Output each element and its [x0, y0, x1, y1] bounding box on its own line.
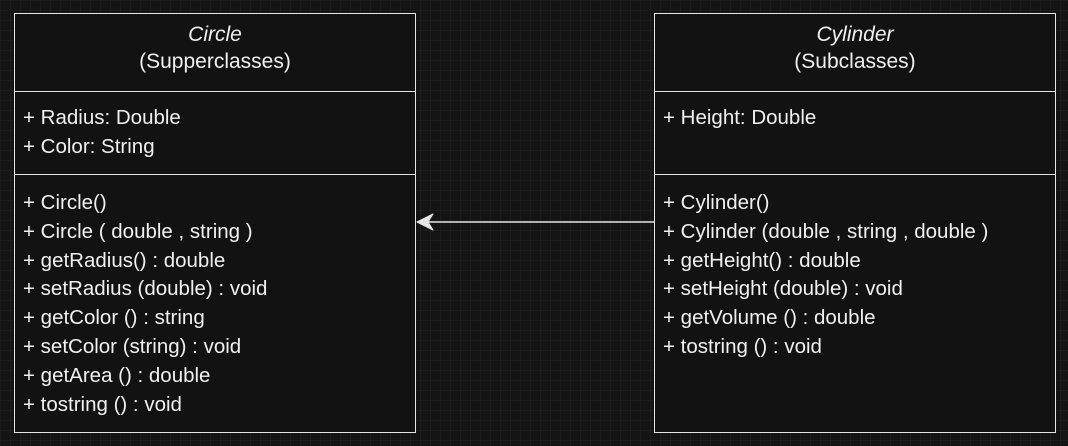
cylinder-method-get-height: + getHeight() : double [663, 248, 861, 272]
circle-method-tostring: + tostring () : void [23, 392, 182, 416]
circle-method-constructor: + Circle() [23, 191, 107, 214]
cylinder-class-name: Cylinder [816, 23, 894, 46]
circle-class-name: Circle [188, 23, 242, 46]
cylinder-method-tostring: + tostring () : void [663, 334, 822, 358]
circle-method-set-color: + setColor (string) : void [23, 334, 242, 358]
circle-attribute-radius: + Radius: Double [23, 106, 181, 129]
circle-class-stereotype: (Supperclasses) [139, 50, 291, 73]
circle-attribute-color: + Color: String [23, 134, 155, 158]
cylinder-class-header: Cylinder (Subclasses) [655, 14, 1055, 92]
cylinder-class-stereotype: (Subclasses) [794, 50, 916, 73]
cylinder-method-get-volume: + getVolume () : double [663, 306, 876, 330]
cylinder-attributes-section: + Height: Double [655, 92, 1055, 175]
circle-method-get-area: + getArea () : double [23, 363, 211, 387]
circle-methods-section: + Circle() + Circle ( double , string ) … [15, 175, 415, 419]
circle-class-box[interactable]: Circle (Supperclasses) + Radius: Double … [14, 13, 416, 433]
cylinder-class-box[interactable]: Cylinder (Subclasses) + Height: Double +… [654, 13, 1056, 433]
circle-attributes-section: + Radius: Double + Color: String [15, 92, 415, 175]
cylinder-methods-section: + Cylinder() + Cylinder (double , string… [655, 175, 1055, 362]
cylinder-method-constructor-args: + Cylinder (double , string , double ) [663, 219, 989, 243]
cylinder-attribute-height: + Height: Double [663, 106, 817, 129]
circle-method-set-radius: + setRadius (double) : void [23, 277, 268, 301]
circle-class-header: Circle (Supperclasses) [15, 14, 415, 92]
circle-method-get-radius: + getRadius() : double [23, 248, 226, 272]
cylinder-method-set-height: + setHeight (double) : void [663, 277, 903, 301]
circle-method-get-color: + getColor () : string [23, 306, 205, 330]
arrowhead-icon [416, 213, 434, 231]
circle-method-constructor-args: + Circle ( double , string ) [23, 219, 253, 243]
cylinder-method-constructor: + Cylinder() [663, 191, 770, 214]
